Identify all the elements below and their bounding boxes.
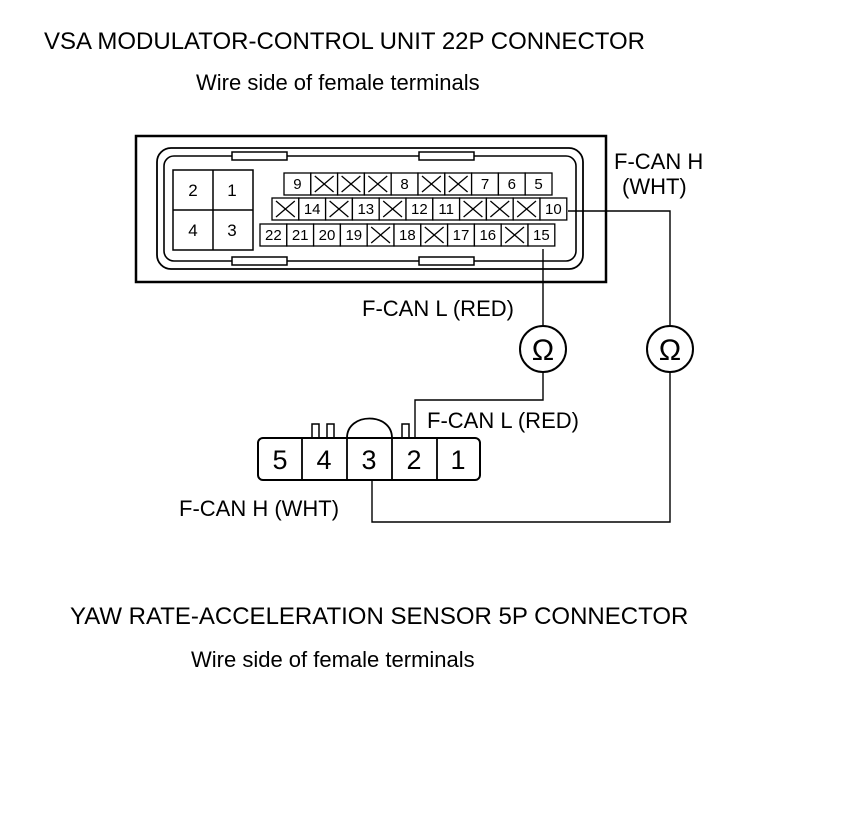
test-wiring — [371, 210, 671, 523]
yaw-connector-view: Wire side of female terminals — [191, 647, 475, 672]
pin-17: 17 — [453, 227, 470, 244]
wire-fcan-h-vsa — [568, 210, 671, 326]
vsa-connector-housing — [156, 147, 584, 270]
pin-9: 9 — [293, 176, 301, 193]
blocked-x-icon — [367, 175, 388, 193]
vsa-connector-22p: 1 2 3 4 9 8 7 6 5 14 13 12 11 10 22 21 20 19 18 17 16 15 — [134, 134, 608, 284]
vsa-connector-outer-frame — [134, 134, 608, 284]
fcan-h-label-line2: (WHT) — [622, 174, 687, 199]
fcan-h-label-line1: F-CAN H — [614, 149, 703, 174]
yaw-pin-4: 4 — [316, 445, 331, 475]
yaw-pin-2: 2 — [406, 445, 421, 475]
yaw-connector-title: YAW RATE-ACCELERATION SENSOR 5P CONNECTO… — [70, 603, 689, 630]
pin-7: 7 — [481, 176, 489, 193]
fcan-l-label-yaw: F-CAN L (RED) — [427, 408, 579, 433]
yaw-connector-5p: 5 4 3 2 1 — [257, 417, 481, 481]
vsa-connector-view: Wire side of female terminals — [196, 70, 480, 95]
pin-8: 8 — [400, 176, 408, 193]
blocked-x-icon — [516, 200, 537, 218]
pin-3: 3 — [227, 221, 236, 240]
pin-13: 13 — [357, 201, 374, 218]
blocked-x-icon — [421, 175, 442, 193]
lock-hump — [346, 417, 393, 439]
lock-tab — [418, 256, 475, 266]
fcan-l-label-vsa: F-CAN L (RED) — [362, 296, 514, 321]
yaw-pin-5: 5 — [272, 445, 287, 475]
pin-18: 18 — [399, 227, 416, 244]
ohmmeter-fcan-h: Ω — [646, 325, 694, 373]
pin-6: 6 — [508, 176, 516, 193]
blocked-x-icon — [314, 175, 335, 193]
yaw-pin-3: 3 — [361, 445, 376, 475]
pin-19: 19 — [345, 227, 362, 244]
yaw-connector-body — [257, 437, 481, 481]
pin-10: 10 — [545, 201, 562, 218]
blocked-x-icon — [329, 200, 349, 218]
pin-2: 2 — [188, 181, 197, 200]
blocked-x-icon — [341, 175, 361, 193]
pin-20: 20 — [319, 227, 336, 244]
ohmmeter-icon: Ω — [659, 334, 681, 367]
yaw-pin-1: 1 — [450, 445, 465, 475]
terminal-cell — [527, 223, 556, 247]
pin-21: 21 — [292, 227, 309, 244]
pin-12: 12 — [411, 201, 428, 218]
latch-tab — [401, 423, 410, 439]
pin-14: 14 — [304, 201, 321, 218]
blocked-x-icon — [504, 226, 525, 244]
small-terminal-grid: 9 8 7 6 5 14 13 12 11 10 22 21 20 19 18 17 16 15 — [259, 172, 568, 247]
lock-tab — [231, 151, 288, 161]
latch-tab — [311, 423, 320, 439]
ohmmeter-fcan-l: Ω — [519, 325, 567, 373]
pin-15: 15 — [533, 227, 550, 244]
pin-16: 16 — [479, 227, 496, 244]
vsa-connector-title: VSA MODULATOR-CONTROL UNIT 22P CONNECTOR — [44, 28, 645, 55]
latch-tab — [326, 423, 335, 439]
pin-5: 5 — [534, 176, 542, 193]
wire-fcan-h-yaw — [371, 372, 671, 523]
ohmmeter-icon: Ω — [532, 334, 554, 367]
pin-4: 4 — [188, 221, 197, 240]
fcan-h-label-yaw: F-CAN H (WHT) — [179, 496, 339, 521]
lock-tab — [231, 256, 288, 266]
lock-tab — [418, 151, 475, 161]
blocked-x-icon — [382, 200, 403, 218]
blocked-x-icon — [424, 226, 445, 244]
blocked-x-icon — [370, 226, 391, 244]
pin-1: 1 — [227, 181, 236, 200]
terminal-cell — [524, 172, 553, 196]
pin-22: 22 — [265, 227, 282, 244]
blocked-x-icon — [275, 200, 296, 218]
blocked-x-icon — [463, 200, 483, 218]
pin-11: 11 — [438, 201, 454, 218]
blocked-x-icon — [489, 200, 510, 218]
wire-fcan-l-yaw — [414, 372, 544, 438]
terminal-cell — [539, 197, 568, 221]
blocked-x-icon — [448, 175, 469, 193]
